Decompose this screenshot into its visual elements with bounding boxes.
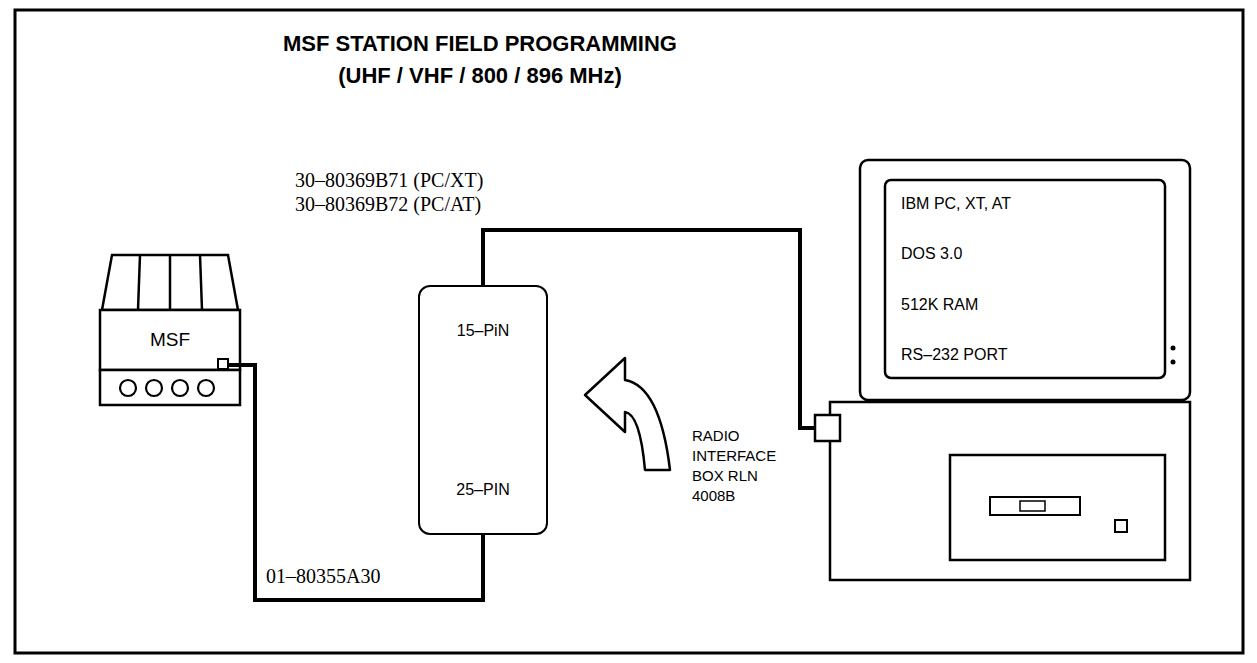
radio-interface-box: 15–PiN 25–PIN: [418, 285, 548, 535]
node-text: 25–PIN: [456, 480, 509, 499]
computer: IBM PC, XT, AT DOS 3.0 512K RAM RS–232 PORT: [815, 160, 1190, 580]
msf-station: MSF: [100, 255, 240, 405]
text-area: MSF: [100, 310, 240, 370]
diagram-title: MSF STATION FIELD PROGRAMMING (UHF / VHF…: [280, 28, 680, 92]
node-text: 512K RAM: [901, 295, 978, 314]
node-text: MSF: [150, 329, 190, 352]
node-text: IBM PC, XT, AT: [901, 194, 1011, 213]
text-area: IBM PC, XT, AT DOS 3.0 512K RAM RS–232 PORT: [895, 186, 1160, 372]
node-text: RS–232 PORT: [901, 345, 1007, 364]
callout-label: RADIO INTERFACE BOX RLN 4008B: [692, 426, 783, 506]
node-text: 15–PiN: [457, 321, 509, 340]
pointer-arrow: [585, 358, 670, 470]
node-text: DOS 3.0: [901, 244, 962, 263]
cable-part-number: 30–80369B71 (PC/XT) 30–80369B72 (PC/AT): [295, 168, 490, 216]
page-frame: [15, 10, 1243, 653]
cable-part-number: 01–80355A30: [266, 564, 387, 588]
computer-outline: [815, 160, 1190, 580]
